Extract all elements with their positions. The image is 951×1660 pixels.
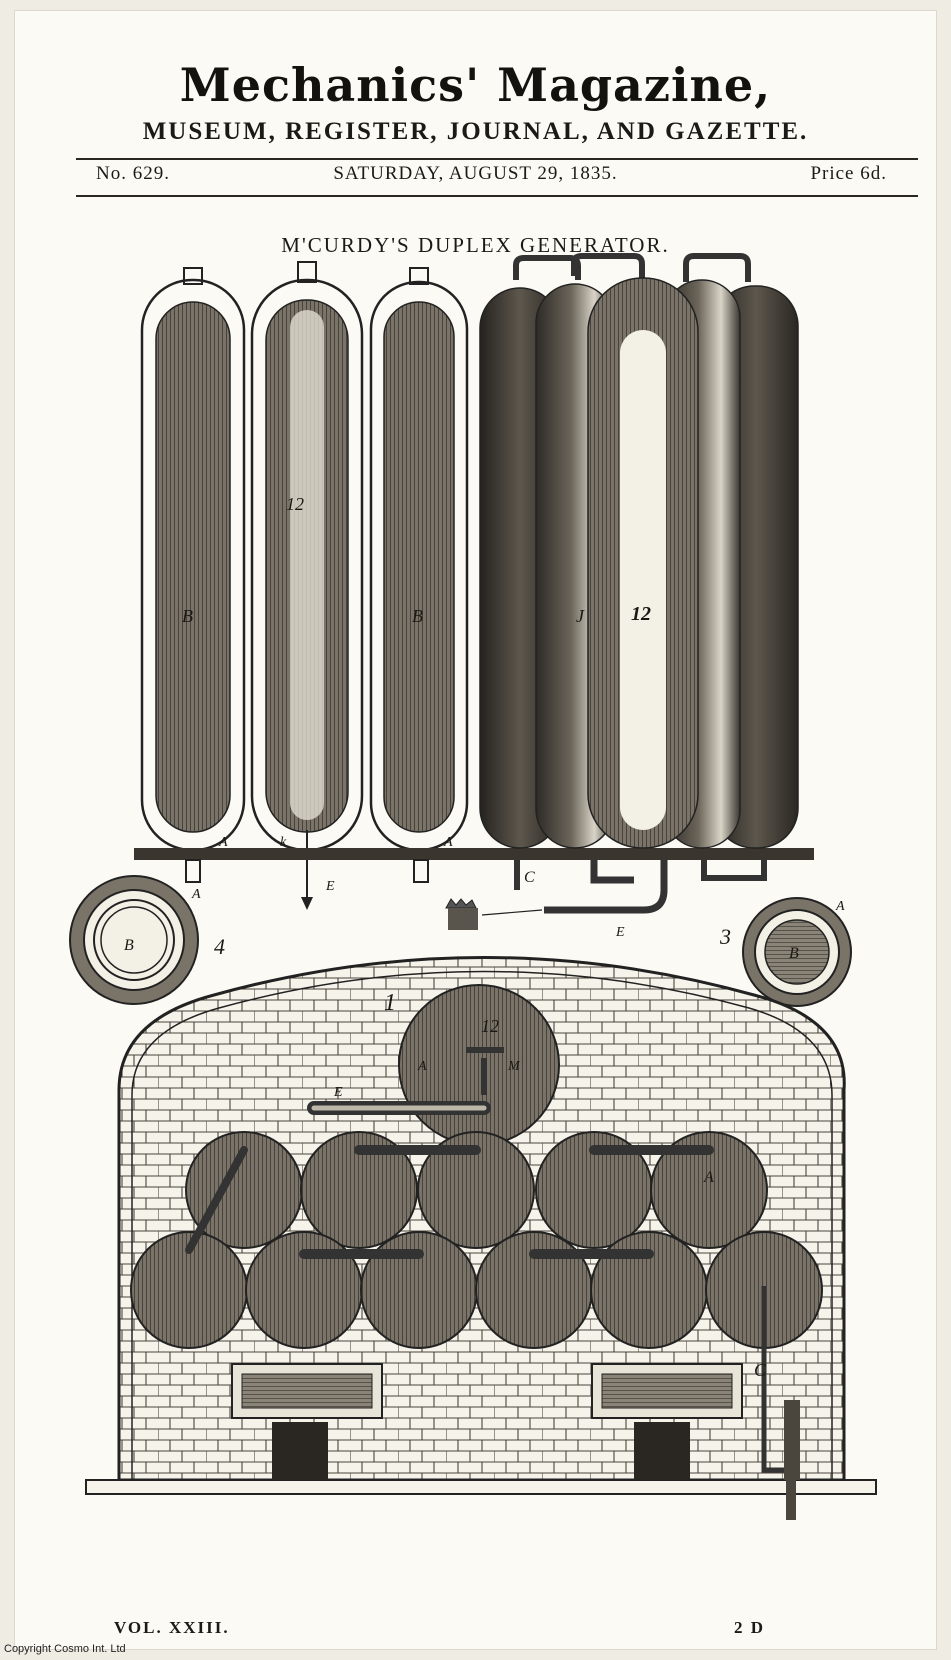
flue-cap — [445, 898, 477, 909]
signature-mark: 2 D — [734, 1618, 766, 1637]
label-a-outlet: A — [191, 887, 201, 902]
label-a-furnace: A — [703, 1169, 714, 1186]
label-j: J — [576, 606, 585, 626]
label-e-flue: E — [615, 925, 625, 940]
label-m-end: M — [507, 1059, 521, 1074]
outlet-b — [413, 859, 429, 883]
label-12-end: 12 — [481, 1016, 499, 1036]
duplex-generator-engraving: 12 B B J 12 A k A A E C E 4 B 3 B A 1 12… — [69, 253, 877, 1520]
label-a-end: A — [417, 1059, 427, 1074]
label-a-right: A — [443, 835, 453, 850]
fig-number-4: 4 — [214, 934, 225, 959]
label-a-fig3: A — [835, 899, 845, 914]
label-12-elevation: 12 — [631, 603, 651, 625]
volume-footer: VOL. XXIII. — [114, 1618, 230, 1637]
masthead-subtitle: MUSEUM, REGISTER, JOURNAL, AND GAZETTE. — [142, 118, 809, 145]
label-a-left: A — [218, 835, 228, 850]
issue-price: Price 6d. — [810, 163, 887, 184]
label-k: k — [280, 835, 287, 850]
boiler-section-center — [250, 261, 364, 910]
header-rule-top — [76, 158, 918, 160]
masthead-title: Mechanics' Magazine, — [179, 58, 772, 112]
label-b-fig3: B — [789, 945, 799, 962]
connecting-pipes — [185, 1047, 800, 1520]
label-b-fig4: B — [124, 937, 134, 954]
issue-date: SATURDAY, AUGUST 29, 1835. — [333, 163, 618, 184]
label-c-top: C — [524, 869, 535, 886]
label-e-top: E — [325, 879, 335, 894]
label-e-furnace: E — [333, 1085, 343, 1100]
flue — [448, 908, 478, 930]
boiler-section-left — [140, 267, 246, 852]
label-b-right: B — [412, 606, 423, 626]
label-b-left: B — [182, 606, 193, 626]
boiler-elevation — [479, 253, 799, 914]
outlet-a — [185, 859, 201, 883]
fig4-plan-ring — [69, 875, 199, 1005]
copyright-notice: Copyright Cosmo Int. Ltd — [4, 1643, 126, 1655]
base-plate — [134, 848, 814, 860]
label-c-furnace: C — [754, 1360, 767, 1380]
label-12-section: 12 — [286, 494, 304, 514]
boiler-section-right — [369, 267, 469, 852]
boiler-ends — [130, 984, 823, 1349]
fig-number-1: 1 — [384, 990, 396, 1016]
fig3-plan-ring — [742, 897, 852, 1007]
fig-number-3: 3 — [719, 924, 731, 949]
issue-number: No. 629. — [96, 163, 170, 184]
header-rule-bottom — [76, 195, 918, 197]
magazine-page: Mechanics' Magazine, MUSEUM, REGISTER, J… — [14, 10, 937, 1650]
